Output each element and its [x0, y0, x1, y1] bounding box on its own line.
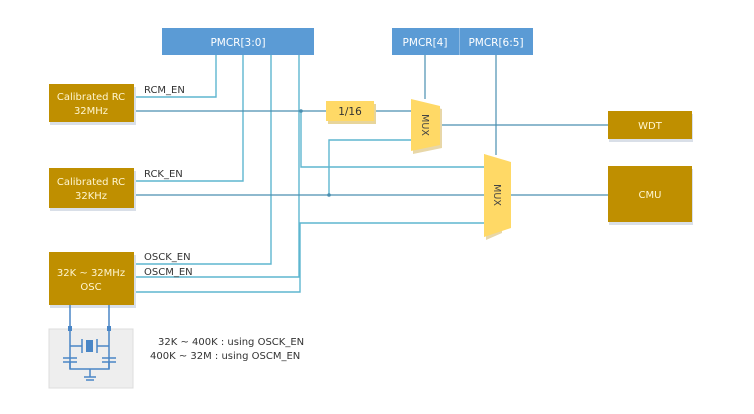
wire-rc32k-to-mux1 — [328, 139, 411, 195]
signal-oscm-en: OSCM_EN — [144, 267, 193, 278]
block-label-line2: 32KHz — [75, 191, 107, 202]
crystal-icon — [48, 305, 134, 389]
register-label: PMCR[6:5] — [468, 37, 523, 49]
wire-rck-en — [134, 55, 244, 182]
mux-label: MUX — [419, 114, 430, 136]
block-label-line2: 32MHz — [74, 106, 108, 117]
source-rc-32khz: Calibrated RC 32KHz — [49, 168, 136, 211]
register-label: PMCR[4] — [403, 37, 448, 49]
register-pmcr-3-0: PMCR[3:0] — [162, 28, 314, 55]
block-label-line1: Calibrated RC — [57, 92, 125, 103]
mux-2: MUX — [484, 154, 511, 240]
signal-osck-en: OSCK_EN — [144, 252, 191, 263]
register-pmcr-4: PMCR[4] — [392, 28, 459, 55]
wire-osc-to-mux2 — [134, 222, 484, 293]
note-line-2: 400K ~ 32M : using OSCM_EN — [150, 351, 300, 362]
source-osc: 32K ~ 32MHz OSC — [49, 252, 136, 308]
wire-rc32m-to-mux2 — [300, 111, 484, 168]
junction-dot — [299, 109, 303, 113]
register-pmcr-6-5: PMCR[6:5] — [460, 28, 533, 55]
divider-1-16: 1/16 — [326, 101, 376, 124]
output-wdt: WDT — [608, 111, 693, 142]
junction-dot — [327, 193, 331, 197]
divider-label: 1/16 — [338, 106, 362, 118]
signal-rcm-en: RCM_EN — [144, 85, 185, 96]
mux-label: MUX — [491, 184, 502, 206]
wires — [134, 55, 608, 293]
wire-rcm-en — [134, 55, 217, 98]
note-line-1: 32K ~ 400K : using OSCK_EN — [158, 337, 304, 348]
block-label-line2: OSC — [80, 282, 101, 293]
mux-1: MUX — [411, 99, 442, 154]
wire-oscm-en — [134, 55, 300, 278]
source-rc-32mhz: Calibrated RC 32MHz — [49, 84, 136, 125]
register-label: PMCR[3:0] — [210, 37, 265, 49]
output-cmu: CMU — [608, 166, 693, 225]
block-label: CMU — [639, 190, 662, 201]
wire-osck-en — [134, 55, 272, 265]
block-label-line1: Calibrated RC — [57, 177, 125, 188]
block-label: WDT — [638, 121, 663, 132]
signal-rck-en: RCK_EN — [144, 169, 183, 180]
block-label-line1: 32K ~ 32MHz — [57, 268, 125, 279]
